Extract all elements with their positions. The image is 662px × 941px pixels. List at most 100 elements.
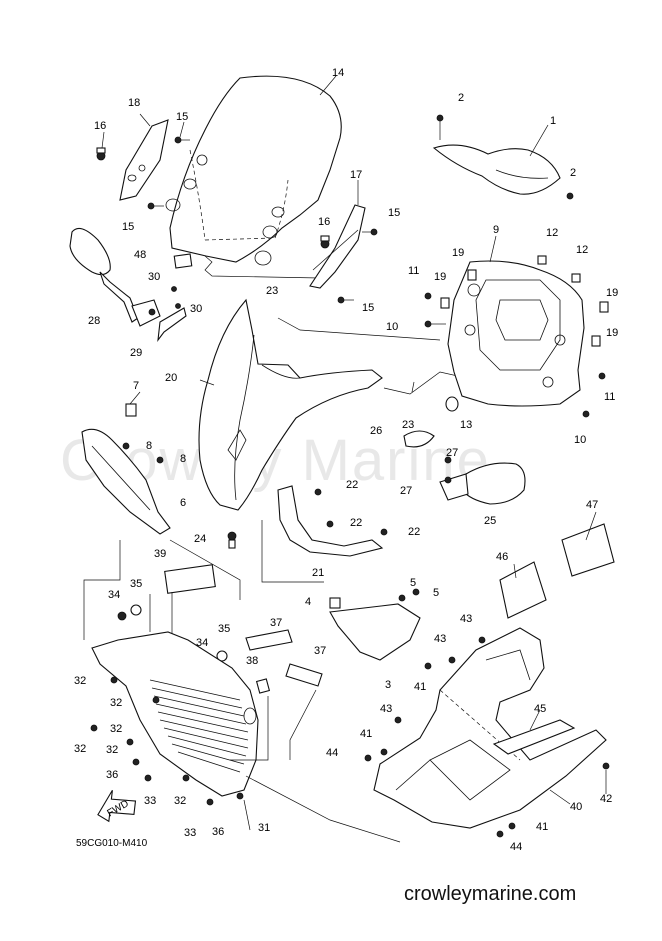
callout-32: 32 xyxy=(110,723,122,735)
mirror-bracket xyxy=(157,307,187,342)
callout-13: 13 xyxy=(460,419,472,431)
windshield xyxy=(165,75,342,279)
callout-41: 41 xyxy=(360,728,372,740)
callout-25: 25 xyxy=(484,515,496,527)
callout-15: 15 xyxy=(176,111,188,123)
callout-10: 10 xyxy=(386,321,398,333)
pad xyxy=(173,253,193,269)
screws-windshield xyxy=(96,136,378,304)
grommet xyxy=(599,301,609,313)
callouts: 1 2 2 3 4 5 5 6 7 8 8 9 10 10 11 11 12 1… xyxy=(74,67,618,853)
pad-39 xyxy=(164,564,216,594)
callout-22: 22 xyxy=(408,526,420,538)
callout-40: 40 xyxy=(570,801,582,813)
grommet xyxy=(467,269,477,281)
callout-19: 19 xyxy=(452,247,464,259)
callout-20: 20 xyxy=(165,372,177,384)
panel-47 xyxy=(561,523,615,577)
callout-15: 15 xyxy=(362,302,374,314)
right-mirror xyxy=(403,430,526,505)
grill-bolts xyxy=(90,676,244,806)
callout-8: 8 xyxy=(146,440,152,452)
callout-34: 34 xyxy=(108,589,120,601)
callout-36: 36 xyxy=(212,826,224,838)
left-bracket xyxy=(119,119,169,201)
callout-38: 38 xyxy=(246,655,258,667)
left-mirror xyxy=(69,227,161,327)
panel-45 xyxy=(492,719,576,755)
callout-39: 39 xyxy=(154,548,166,560)
callout-5: 5 xyxy=(410,577,416,589)
callout-22: 22 xyxy=(350,517,362,529)
callout-12: 12 xyxy=(576,244,588,256)
under-cowling xyxy=(373,627,607,829)
callout-14: 14 xyxy=(332,67,344,79)
callout-48: 48 xyxy=(134,249,146,261)
callout-31: 31 xyxy=(258,822,270,834)
callout-15: 15 xyxy=(122,221,134,233)
callout-35: 35 xyxy=(130,578,142,590)
side-panel xyxy=(81,403,171,535)
callout-17: 17 xyxy=(350,169,362,181)
callout-4: 4 xyxy=(305,596,311,608)
callout-32: 32 xyxy=(174,795,186,807)
leader-lines xyxy=(101,75,607,831)
callout-23: 23 xyxy=(402,419,414,431)
callout-11: 11 xyxy=(408,265,419,277)
front-cowling xyxy=(198,298,383,511)
callout-22: 22 xyxy=(346,479,358,491)
callout-47: 47 xyxy=(586,499,598,511)
callout-32: 32 xyxy=(110,697,122,709)
callout-30: 30 xyxy=(190,303,202,315)
callout-11: 11 xyxy=(604,391,615,403)
grommet-13 xyxy=(445,396,459,412)
callout-33: 33 xyxy=(144,795,156,807)
callout-43: 43 xyxy=(380,703,392,715)
clip xyxy=(571,273,581,283)
callout-21: 21 xyxy=(312,567,324,579)
callout-6: 6 xyxy=(180,497,186,509)
callout-28: 28 xyxy=(88,315,100,327)
callout-32: 32 xyxy=(74,743,86,755)
callout-35: 35 xyxy=(218,623,230,635)
screw-24 xyxy=(227,531,237,541)
callout-7: 7 xyxy=(133,380,139,392)
front-grill xyxy=(91,631,259,797)
callout-2: 2 xyxy=(570,167,576,179)
callout-44: 44 xyxy=(510,841,522,853)
top-cover xyxy=(432,114,574,200)
callout-37: 37 xyxy=(270,617,282,629)
panel-46 xyxy=(499,561,547,619)
callout-9: 9 xyxy=(493,224,499,236)
callout-5: 5 xyxy=(433,587,439,599)
callout-16: 16 xyxy=(318,216,330,228)
callout-32: 32 xyxy=(106,744,118,756)
callout-41: 41 xyxy=(414,681,426,693)
callout-19: 19 xyxy=(606,327,618,339)
callout-8: 8 xyxy=(180,453,186,465)
callout-15: 15 xyxy=(388,207,400,219)
callout-2: 2 xyxy=(458,92,464,104)
callout-37: 37 xyxy=(314,645,326,657)
callout-46: 46 xyxy=(496,551,508,563)
callout-43: 43 xyxy=(434,633,446,645)
callout-3: 3 xyxy=(385,679,391,691)
inner-panel xyxy=(447,260,585,407)
callout-19: 19 xyxy=(434,271,446,283)
under-fasteners xyxy=(364,636,610,838)
grommet xyxy=(591,335,601,347)
reference-code: 59CG010-M410 xyxy=(76,838,148,849)
callout-18: 18 xyxy=(128,97,140,109)
clip-38 xyxy=(255,678,271,694)
trim-strip-37a xyxy=(245,629,293,651)
clip xyxy=(537,255,547,265)
callout-27: 27 xyxy=(446,447,458,459)
callout-34: 34 xyxy=(196,637,208,649)
callout-24: 24 xyxy=(194,533,206,545)
callout-27: 27 xyxy=(400,485,412,497)
callout-29: 29 xyxy=(130,347,142,359)
callout-1: 1 xyxy=(550,115,556,127)
callout-12: 12 xyxy=(546,227,558,239)
callout-33: 33 xyxy=(184,827,196,839)
callout-42: 42 xyxy=(600,793,612,805)
